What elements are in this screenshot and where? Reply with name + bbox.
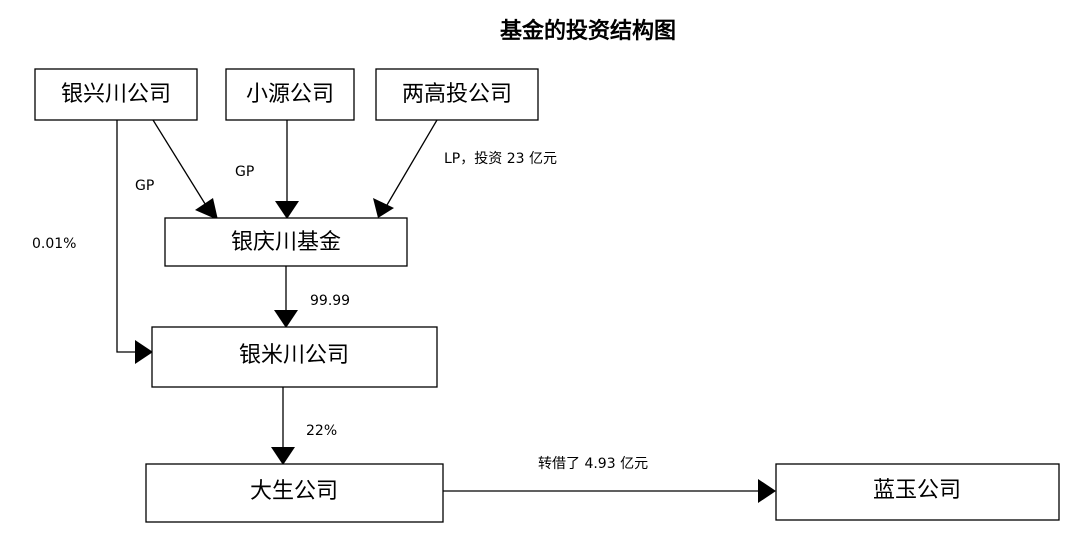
edge-label-gp-1: GP [135,178,154,194]
arrowhead [135,340,153,364]
node-label: 银米川公司 [239,343,349,368]
node-lianggaotou: 两高投公司 [375,68,539,121]
edge-label-0-01: 0.01% [32,236,76,252]
node-label: 大生公司 [250,479,338,504]
connectors [116,119,776,503]
node-dasheng: 大生公司 [145,463,444,523]
arrowhead [271,447,295,465]
node-label: 蓝玉公司 [873,478,961,503]
node-label: 两高投公司 [402,82,512,107]
arrowhead [274,310,298,328]
node-label: 银兴川公司 [61,82,171,107]
arrowhead [758,479,776,503]
node-label: 银庆川基金 [231,230,341,255]
edge-lianggaotou-fund [386,119,438,206]
arrowhead [373,198,394,218]
edge-label-lp: LP，投资 23 亿元 [444,151,557,167]
node-xiaoyuan: 小源公司 [225,68,355,121]
node-lanyu: 蓝玉公司 [775,463,1060,521]
diagram-title: 基金的投资结构图 [500,18,676,44]
node-yinqingchuan-fund: 银庆川基金 [164,217,408,267]
edge-label-gp-2: GP [235,164,254,180]
edge-label-loan: 转借了 4.93 亿元 [538,456,648,472]
edge-label-22: 22% [306,423,337,439]
node-label: 小源公司 [246,82,334,107]
edge-yinxingchuan-fund [152,119,208,208]
node-yinmichuan: 银米川公司 [151,326,438,388]
edge-label-99-99: 99.99 [310,293,350,309]
edge-yinxingchuan-yinmichuan [116,120,138,353]
arrowhead [195,198,218,220]
arrowhead [275,201,299,219]
node-yinxingchuan: 银兴川公司 [34,68,198,121]
